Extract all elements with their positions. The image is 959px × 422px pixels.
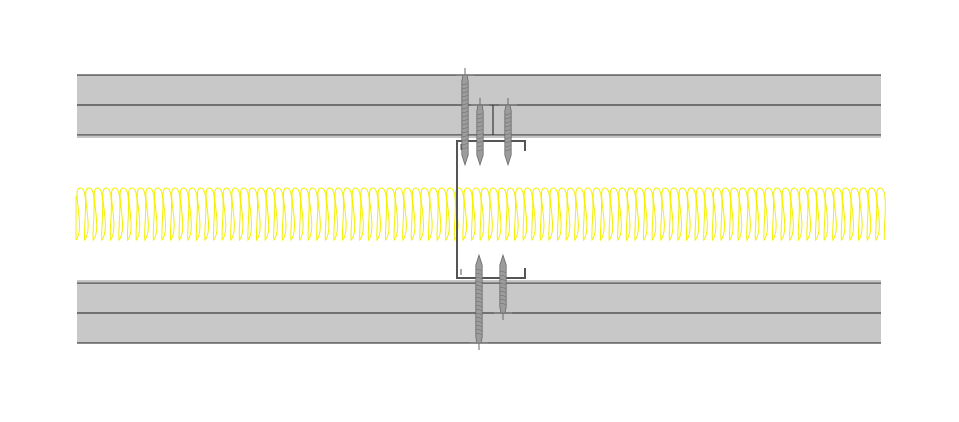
screw-thread [499, 286, 507, 289]
screw-thread [499, 302, 507, 305]
screw [499, 98, 517, 167]
insulation-wool-curve [75, 187, 886, 242]
screw-thread [461, 87, 469, 90]
screw-thread [475, 316, 483, 319]
screw-thread [499, 294, 507, 297]
screw-thread [461, 123, 469, 126]
screw-thread [504, 121, 512, 124]
screw-thread [461, 83, 469, 86]
screw-thread [476, 145, 484, 148]
stud-profile-outline [456, 140, 526, 279]
screw-thread [461, 95, 469, 98]
screw-thread [504, 133, 512, 136]
screw-thread [504, 113, 512, 116]
screw [471, 98, 489, 167]
screw-thread [475, 288, 483, 291]
screw-thread [476, 133, 484, 136]
screw-thread [475, 332, 483, 335]
screw-thread [475, 320, 483, 323]
screw-thread [461, 91, 469, 94]
screw-thread [475, 296, 483, 299]
screw-thread [461, 135, 469, 138]
screw-thread [475, 284, 483, 287]
screw-thread [461, 143, 469, 146]
screw-thread [476, 149, 484, 152]
screw-thread [475, 292, 483, 295]
screw-thread [499, 278, 507, 281]
screw-thread [504, 125, 512, 128]
screw-thread [461, 99, 469, 102]
c-profile-stud [456, 140, 526, 279]
screw-thread [461, 139, 469, 142]
screw-thread [461, 119, 469, 122]
screw-thread [475, 280, 483, 283]
screw-thread [475, 272, 483, 275]
screw-thread [504, 145, 512, 148]
screw-thread [461, 127, 469, 130]
screw-thread [504, 129, 512, 132]
screw-thread [476, 113, 484, 116]
screw-thread [476, 137, 484, 140]
screw-thread [475, 308, 483, 311]
screw-thread [475, 268, 483, 271]
screw [470, 253, 488, 350]
screw-thread [475, 328, 483, 331]
screw-thread [504, 137, 512, 140]
screw-thread [476, 141, 484, 144]
screw-thread [475, 300, 483, 303]
screw-thread [504, 141, 512, 144]
screw-thread [461, 147, 469, 150]
screw-thread [475, 276, 483, 279]
screw-thread [504, 149, 512, 152]
screw-thread [499, 298, 507, 301]
screw-thread [475, 324, 483, 327]
screw-thread [476, 129, 484, 132]
screw-thread [475, 312, 483, 315]
screw [456, 68, 474, 167]
screw-thread [504, 117, 512, 120]
screw-thread [461, 115, 469, 118]
screw-thread [499, 270, 507, 273]
screw-thread [461, 107, 469, 110]
screw-thread [476, 117, 484, 120]
screw-thread [476, 121, 484, 124]
screw-thread [499, 290, 507, 293]
screw-thread [475, 304, 483, 307]
gypsum-board-outer-top [77, 75, 881, 105]
screw [494, 253, 512, 320]
screw-thread [499, 282, 507, 285]
screw-thread [499, 274, 507, 277]
screw-thread [461, 103, 469, 106]
screw-thread [476, 125, 484, 128]
drywall-screws [456, 68, 517, 350]
screw-thread [461, 111, 469, 114]
mineral-wool-insulation [75, 187, 886, 242]
screw-thread [461, 131, 469, 134]
